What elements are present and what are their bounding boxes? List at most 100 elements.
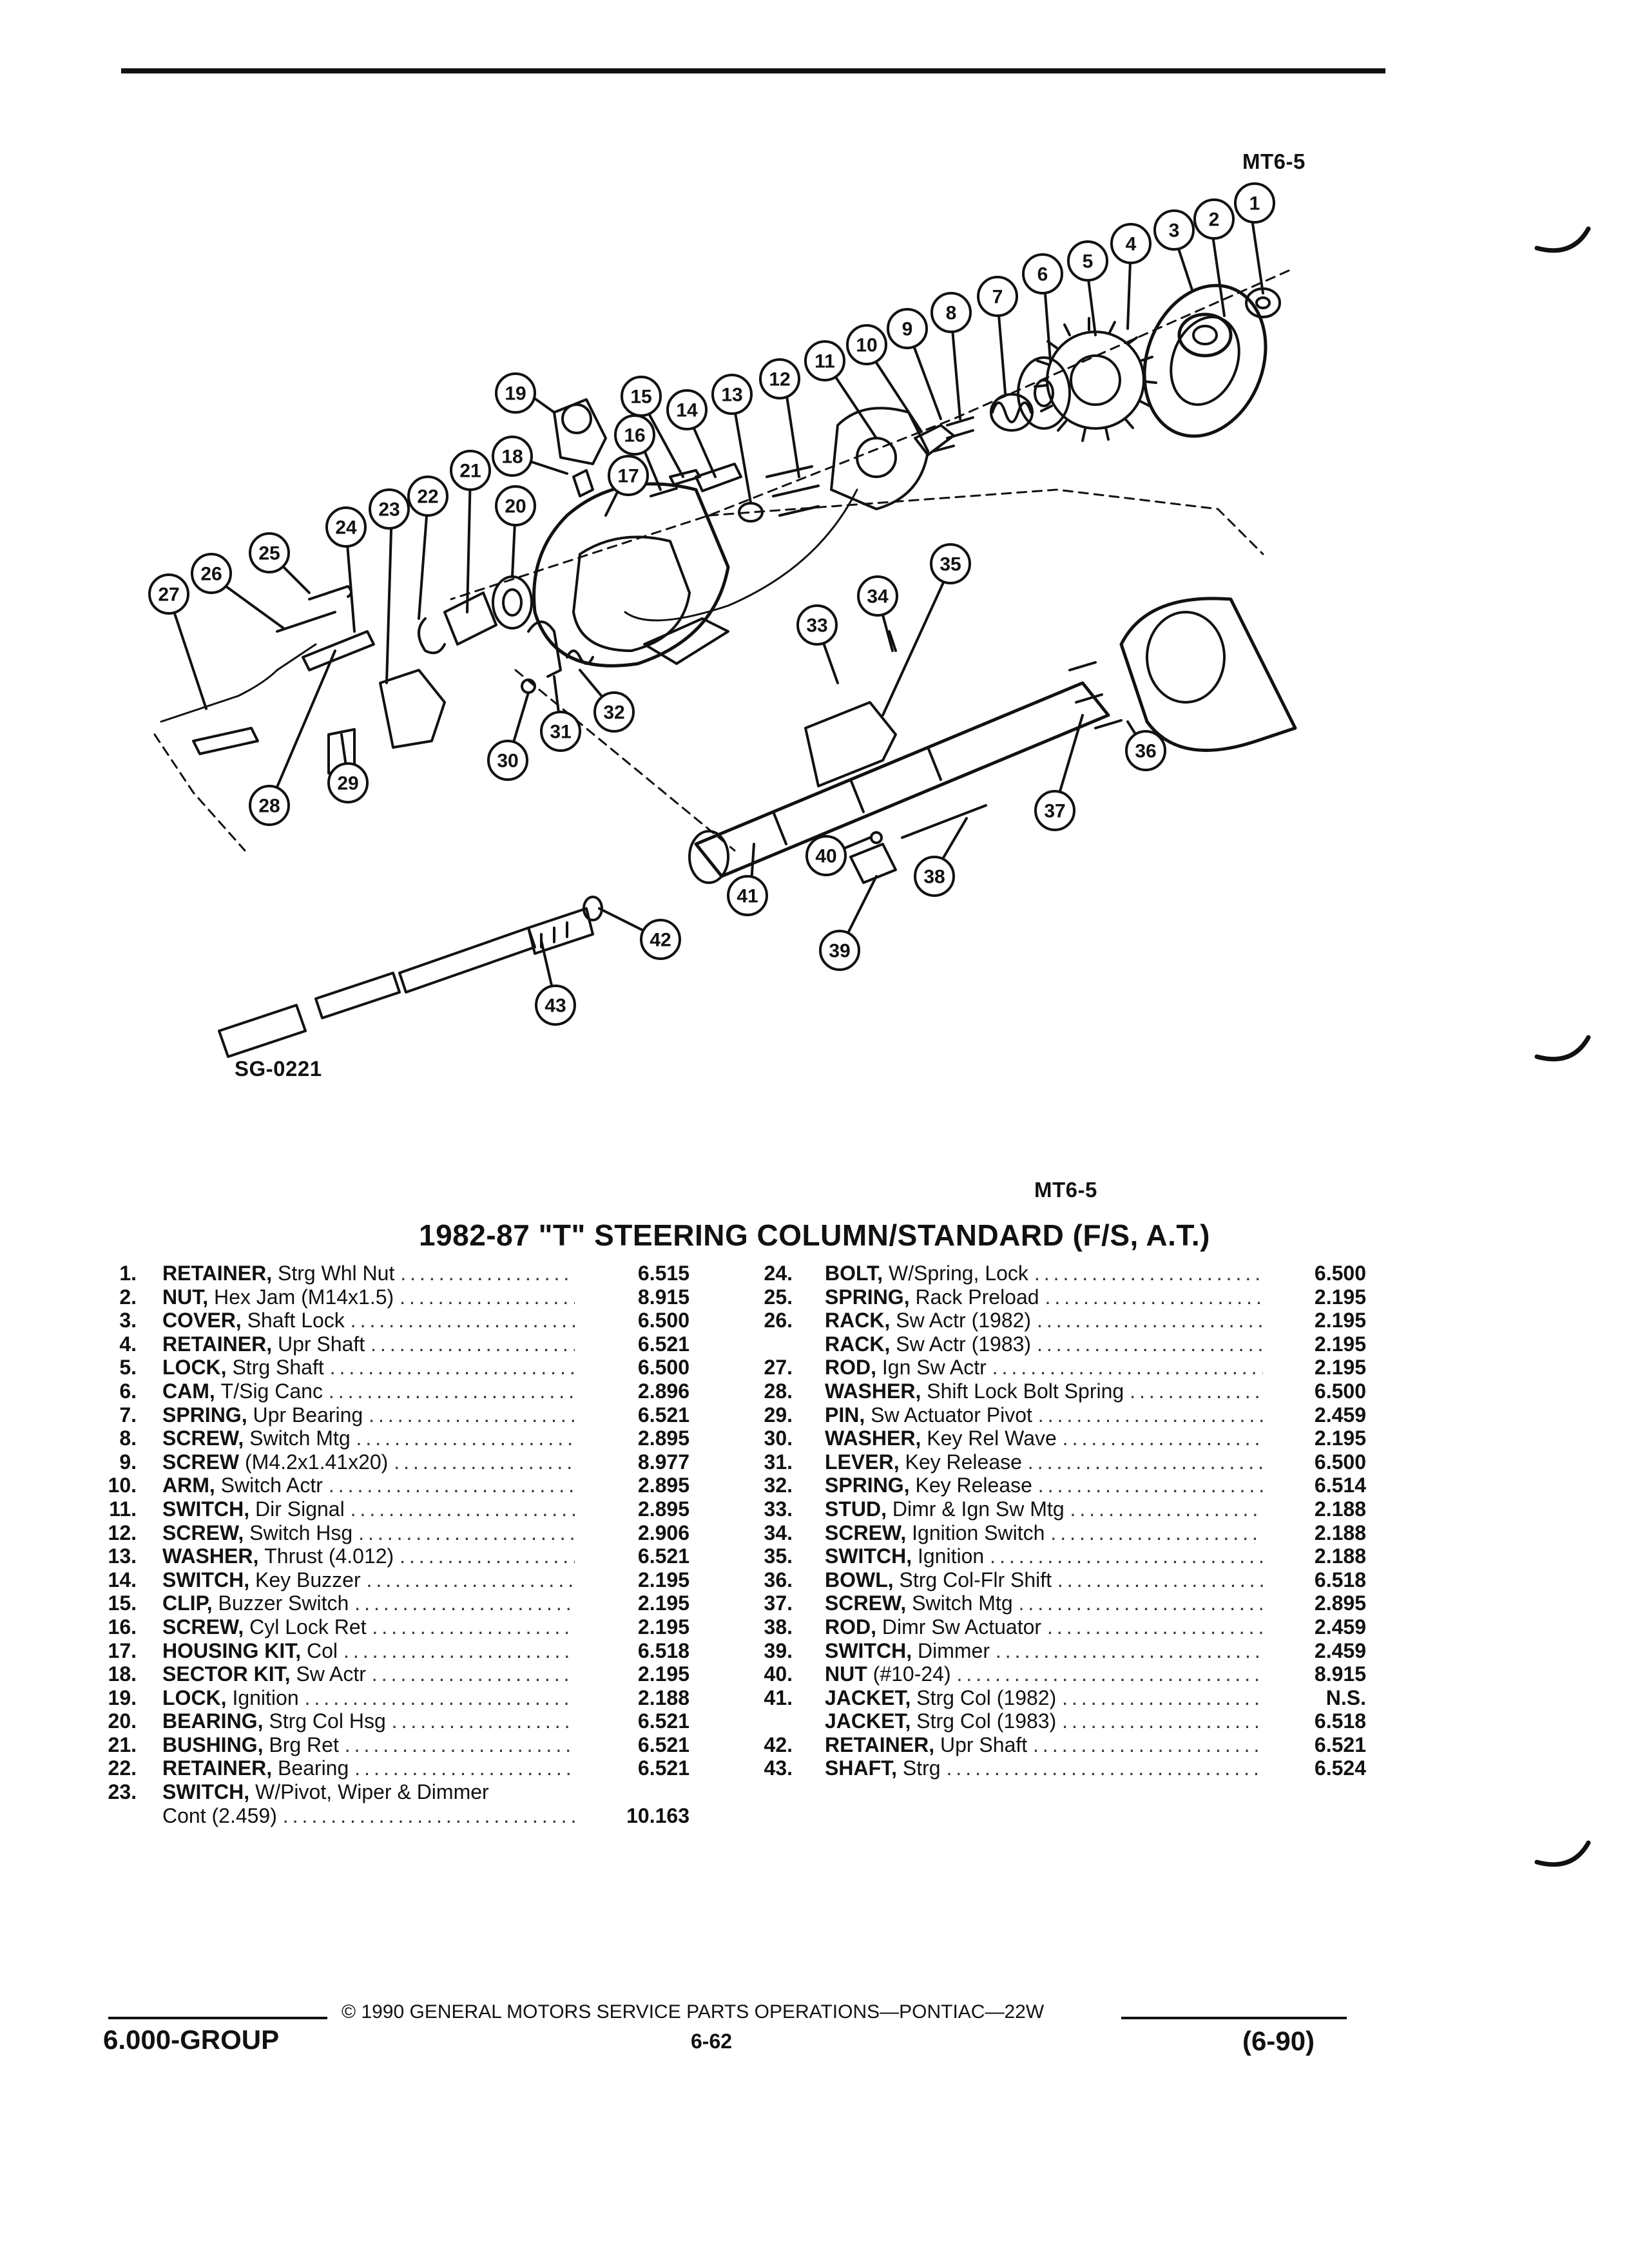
part-description: SCREW, Switch Mtg ......................… <box>162 1427 575 1450</box>
parts-row: JACKET, Strg Col (1983) ................… <box>735 1709 1379 1733</box>
leader-dots: ........................................… <box>369 1403 575 1427</box>
part-number: 10. <box>108 1474 137 1497</box>
callout-6: 6 <box>1022 253 1063 294</box>
callout-38: 38 <box>914 856 955 897</box>
footer-rule-left <box>108 2017 327 2019</box>
part-desc: Strg Whl Nut <box>277 1262 401 1285</box>
callout-label: 28 <box>258 796 280 817</box>
part-desc: Ignition <box>232 1686 305 1709</box>
part-value: 2.906 <box>637 1521 689 1544</box>
part-number: 34. <box>764 1521 793 1544</box>
part-number: 18. <box>108 1662 137 1686</box>
part-value: N.S. <box>1325 1686 1366 1709</box>
part-number: 17. <box>108 1639 137 1662</box>
callout-5: 5 <box>1067 240 1108 282</box>
part-number: 23. <box>108 1780 137 1804</box>
part-desc: T/Sig Canc <box>220 1379 329 1403</box>
callout-28: 28 <box>249 785 290 826</box>
part-desc: Sw Actr <box>296 1662 372 1686</box>
leader-dots: ........................................… <box>1070 1497 1264 1521</box>
callout-label: 31 <box>550 722 571 743</box>
part-name: NUT, <box>162 1285 214 1309</box>
leader-dots: ........................................… <box>358 1521 575 1544</box>
part-number: 6. <box>119 1379 137 1403</box>
leader-dots: ........................................… <box>1018 1591 1264 1615</box>
callout-label: 10 <box>856 335 877 356</box>
callout-label: 40 <box>815 846 836 867</box>
parts-row: 4.RETAINER, Upr Shaft ..................… <box>90 1332 709 1356</box>
part-name: WASHER, <box>825 1427 927 1450</box>
callout-32: 32 <box>593 691 635 733</box>
part-desc: Key Release <box>905 1450 1028 1474</box>
part-description: RETAINER, Upr Shaft ....................… <box>162 1332 575 1356</box>
part-value: 2.195 <box>637 1615 689 1639</box>
callout-circle <box>450 450 491 491</box>
part-number: 12. <box>108 1521 137 1544</box>
leader-dots: ........................................… <box>366 1568 575 1591</box>
parts-row: 42.RETAINER, Upr Shaft .................… <box>735 1733 1379 1757</box>
part-desc: Buzzer Switch <box>218 1591 355 1615</box>
part-desc: Dimr Sw Actuator <box>882 1615 1047 1639</box>
parts-row: 17.HOUSING KIT, Col ....................… <box>90 1639 709 1663</box>
part-description: BEARING, Strg Col Hsg ..................… <box>162 1709 575 1733</box>
parts-row: 34.SCREW, Ignition Switch ..............… <box>735 1521 1379 1545</box>
part-name: RETAINER, <box>162 1332 278 1356</box>
part-desc: Thrust (4.012) <box>264 1544 400 1568</box>
parts-row: 30.WASHER, Key Rel Wave ................… <box>735 1427 1379 1450</box>
part-number: 41. <box>764 1686 793 1709</box>
part-description: RETAINER, Strg Whl Nut .................… <box>162 1262 575 1285</box>
part-name: SHAFT, <box>825 1756 903 1780</box>
part-description: ROD, Ign Sw Actr .......................… <box>825 1356 1263 1379</box>
leader-dots: ........................................… <box>400 1544 575 1568</box>
part-name: BEARING, <box>162 1709 269 1733</box>
part-desc: Bearing <box>277 1756 355 1780</box>
callout-13: 13 <box>711 374 753 415</box>
part-name: JACKET, <box>825 1709 917 1733</box>
part-description: BUSHING, Brg Ret .......................… <box>162 1733 575 1757</box>
callout-label: 13 <box>721 385 742 406</box>
part-desc: Hex Jam (M14x1.5) <box>214 1285 400 1309</box>
leader-dots: ........................................… <box>1033 1733 1263 1756</box>
part-value: 2.895 <box>637 1427 689 1450</box>
parts-row: 29.PIN, Sw Actuator Pivot ..............… <box>735 1403 1379 1427</box>
part-number: 22. <box>108 1756 137 1780</box>
callout-circle <box>1193 198 1235 240</box>
callout-circle <box>727 875 768 916</box>
part-number: 33. <box>764 1497 793 1521</box>
callout-label: 2 <box>1209 209 1220 231</box>
part-value: 2.459 <box>1314 1639 1366 1662</box>
callout-circle <box>759 358 800 399</box>
parts-row: 5.LOCK, Strg Shaft .....................… <box>90 1356 709 1379</box>
part-number: 20. <box>108 1709 137 1733</box>
part-name: SCREW, <box>162 1521 250 1544</box>
part-value: 2.459 <box>1314 1403 1366 1427</box>
part-value: 6.500 <box>637 1356 689 1379</box>
callout-label: 25 <box>258 543 280 564</box>
callout-21: 21 <box>450 450 491 491</box>
parts-row: 2.NUT, Hex Jam (M14x1.5) ...............… <box>90 1285 709 1309</box>
callout-label: 4 <box>1126 234 1137 255</box>
part-desc: (#10-24) <box>872 1662 957 1686</box>
part-name: SCREW, <box>162 1615 250 1639</box>
footer-date: (6-90) <box>1242 2026 1315 2056</box>
leader-dots: ........................................… <box>946 1756 1263 1780</box>
callout-label: 43 <box>545 995 566 1017</box>
callout-label: 1 <box>1249 193 1260 215</box>
part-description: SHAFT, Strg ............................… <box>825 1756 1263 1780</box>
parts-row: 38.ROD, Dimr Sw Actuator ...............… <box>735 1615 1379 1639</box>
part-number: 9. <box>119 1450 137 1474</box>
leader-dots: ........................................… <box>1037 1403 1263 1427</box>
callout-label: 27 <box>158 584 179 606</box>
parts-row: 3.COVER, Shaft Lock ....................… <box>90 1309 709 1332</box>
part-value: 2.188 <box>1314 1544 1366 1568</box>
part-value: 6.518 <box>637 1639 689 1662</box>
part-name: RETAINER, <box>162 1756 278 1780</box>
leader-dots: ........................................… <box>343 1639 575 1662</box>
part-desc: Cyl Lock Ret <box>249 1615 372 1639</box>
callout-label: 36 <box>1135 741 1156 762</box>
leader-dots: ........................................… <box>391 1709 575 1733</box>
callout-circle <box>930 543 971 584</box>
parts-row: 22.RETAINER, Bearing ...................… <box>90 1756 709 1780</box>
callout-circle <box>608 455 649 496</box>
callout-30: 30 <box>487 740 528 781</box>
